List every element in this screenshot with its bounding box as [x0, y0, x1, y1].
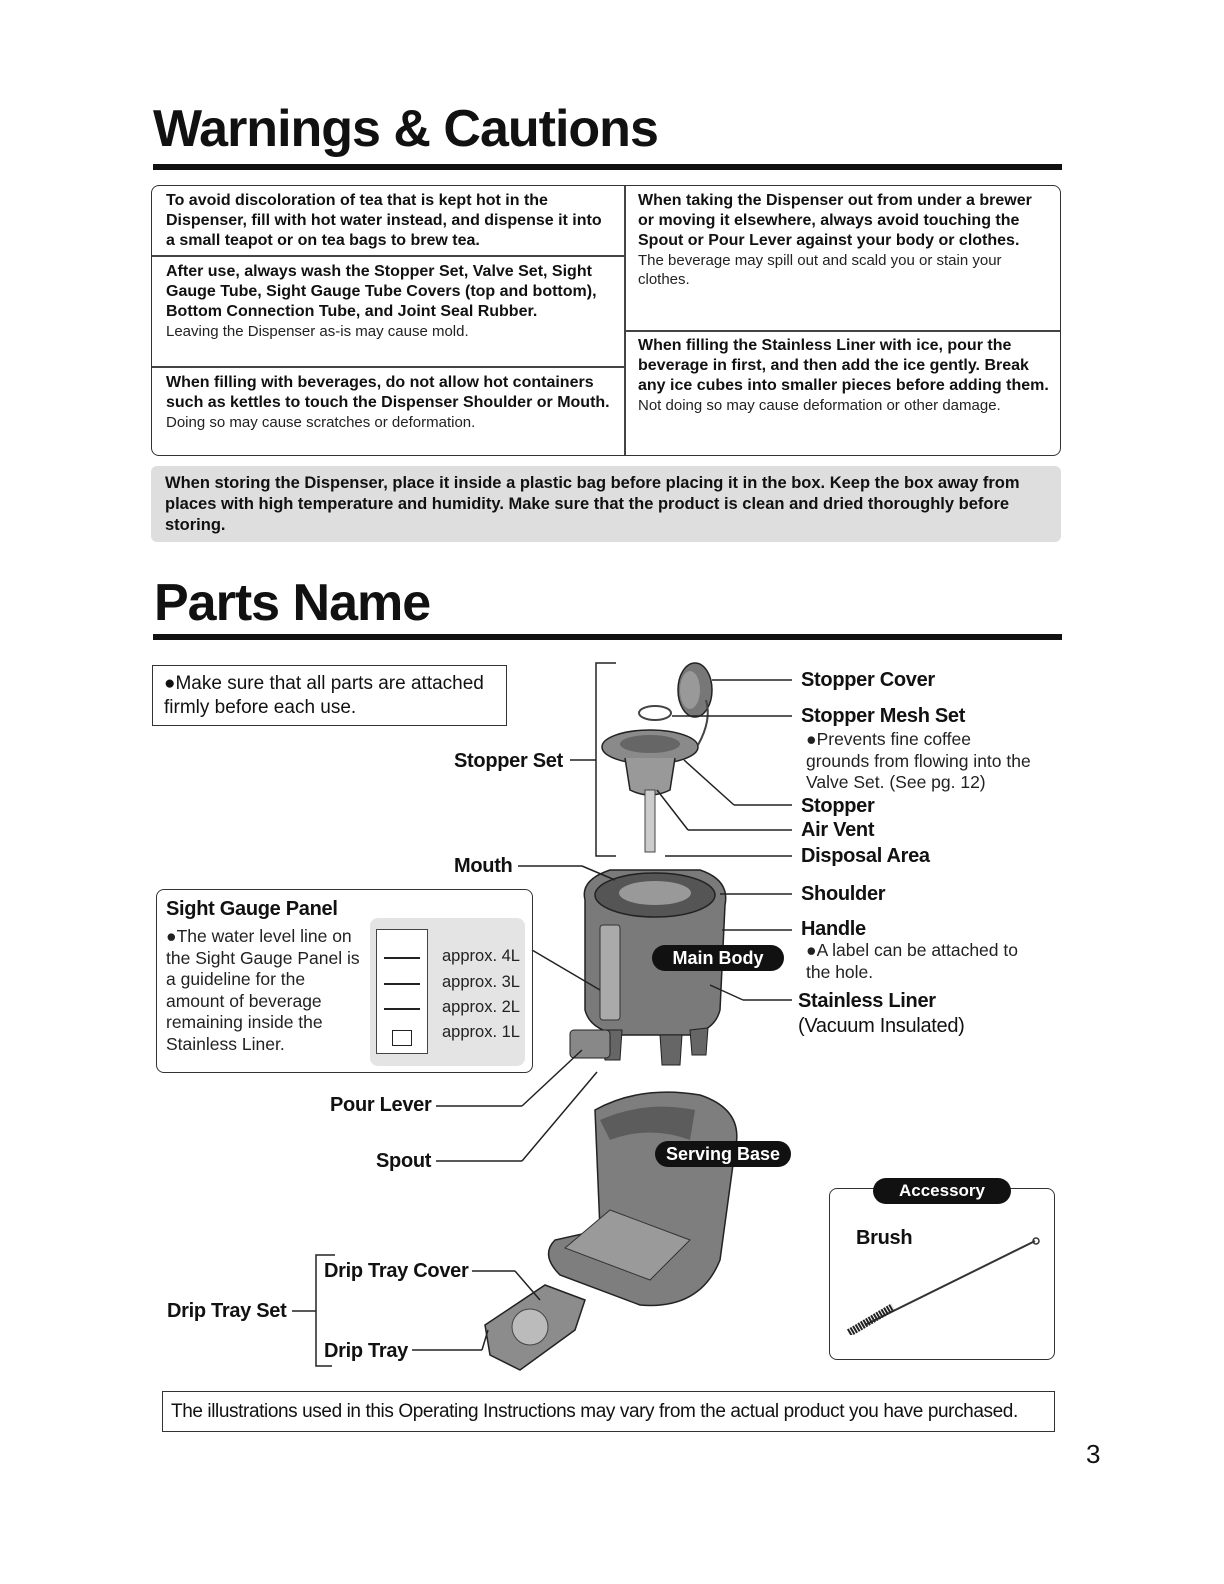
- level-float-1l: [392, 1030, 412, 1046]
- label-drip-tray-cover: Drip Tray Cover: [324, 1260, 468, 1283]
- serving-base-badge: Serving Base: [655, 1141, 791, 1167]
- level-label-3l: approx. 3L: [442, 972, 520, 994]
- stopper-mesh-note: ●Prevents fine coffee grounds from flowi…: [806, 729, 1038, 794]
- brush-icon: [845, 1235, 1045, 1335]
- label-shoulder: Shoulder: [801, 883, 885, 906]
- label-stopper-set: Stopper Set: [454, 750, 563, 773]
- label-mouth: Mouth: [454, 855, 512, 878]
- level-label-4l: approx. 4L: [442, 946, 520, 968]
- main-body-badge: Main Body: [652, 945, 784, 971]
- label-spout: Spout: [376, 1150, 431, 1173]
- label-handle: Handle: [801, 918, 866, 941]
- page-number: 3: [1086, 1439, 1100, 1470]
- accessory-badge: Accessory: [873, 1178, 1011, 1204]
- label-stopper-cover: Stopper Cover: [801, 669, 935, 692]
- level-label-1l: approx. 1L: [442, 1022, 520, 1044]
- label-stainless-liner: Stainless Liner: [798, 990, 936, 1013]
- level-line-2l: [384, 1008, 420, 1010]
- label-disposal-area: Disposal Area: [801, 845, 930, 868]
- sight-gauge-title: Sight Gauge Panel: [166, 898, 338, 921]
- level-line-4l: [384, 957, 420, 959]
- label-stopper: Stopper: [801, 795, 874, 818]
- label-stainless-liner-sub: (Vacuum Insulated): [798, 1015, 965, 1038]
- disclaimer-text: The illustrations used in this Operating…: [171, 1401, 1018, 1423]
- sight-gauge-text: ●The water level line on the Sight Gauge…: [166, 926, 368, 1055]
- label-air-vent: Air Vent: [801, 819, 874, 842]
- label-pour-lever: Pour Lever: [330, 1094, 431, 1117]
- label-drip-tray-set: Drip Tray Set: [167, 1300, 286, 1323]
- label-stopper-mesh-set: Stopper Mesh Set: [801, 705, 965, 728]
- label-drip-tray: Drip Tray: [324, 1340, 408, 1363]
- level-label-2l: approx. 2L: [442, 997, 520, 1019]
- level-line-3l: [384, 983, 420, 985]
- handle-note: ●A label can be attached to the hole.: [806, 940, 1038, 983]
